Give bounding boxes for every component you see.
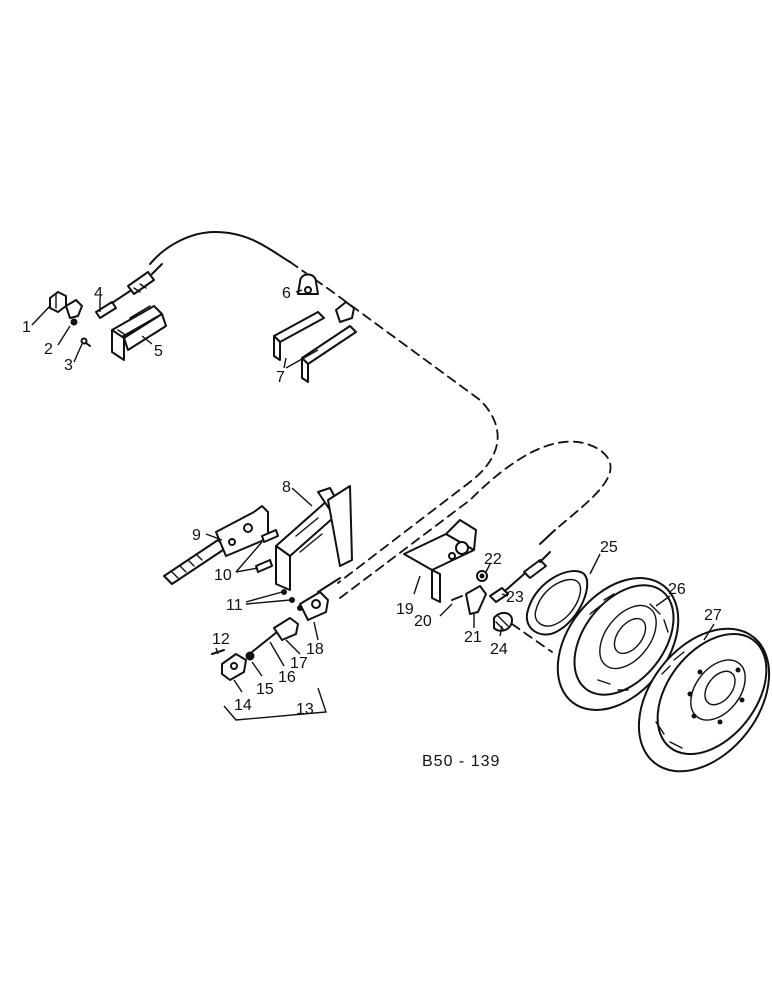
part-25-gasket bbox=[525, 570, 589, 636]
callout-19: 19 bbox=[396, 601, 414, 618]
part-26-backing-plate bbox=[556, 577, 680, 711]
callout-26: 26 bbox=[668, 581, 686, 598]
part-4-cable-end bbox=[95, 263, 163, 319]
callout-24: 24 bbox=[490, 641, 508, 658]
lower-cable-run bbox=[339, 440, 612, 599]
callout-12: 12 bbox=[212, 631, 230, 648]
callout-22: 22 bbox=[484, 551, 502, 568]
part-1-clevis bbox=[49, 291, 67, 313]
callout-14: 14 bbox=[234, 697, 252, 714]
leader-lines bbox=[31, 289, 715, 721]
callout-1: 1 bbox=[22, 319, 31, 336]
callout-20: 20 bbox=[414, 613, 432, 630]
part-5-bracket bbox=[111, 305, 167, 361]
callout-8: 8 bbox=[282, 479, 291, 496]
part-10-pins bbox=[255, 529, 279, 573]
part-20-pin bbox=[451, 595, 463, 601]
upper-cable-run bbox=[149, 231, 499, 584]
part-8-pedal-bracket bbox=[275, 485, 353, 591]
callout-15: 15 bbox=[256, 681, 274, 698]
callout-25: 25 bbox=[600, 539, 618, 556]
part-27-drum bbox=[637, 627, 771, 773]
callout-21: 21 bbox=[464, 629, 482, 646]
callout-labels: 1 2 3 4 5 6 7 8 9 10 11 12 13 14 15 16 1… bbox=[22, 285, 722, 718]
part-15-nut bbox=[245, 651, 255, 661]
callout-5: 5 bbox=[154, 343, 163, 360]
callout-3: 3 bbox=[64, 357, 73, 374]
callout-6: 6 bbox=[282, 285, 291, 302]
callout-16: 16 bbox=[278, 669, 296, 686]
callout-27: 27 bbox=[704, 607, 722, 624]
callout-11: 11 bbox=[226, 597, 243, 614]
callout-4: 4 bbox=[94, 285, 103, 302]
part-19-bracket bbox=[403, 519, 477, 603]
drawing-reference: B50 - 139 bbox=[422, 753, 500, 770]
callout-9: 9 bbox=[192, 527, 201, 544]
callout-2: 2 bbox=[44, 341, 53, 358]
callout-10: 10 bbox=[214, 567, 232, 584]
part-2-clip bbox=[65, 299, 83, 326]
parts-20-24 bbox=[451, 551, 553, 653]
callout-18: 18 bbox=[306, 641, 324, 658]
callout-17: 17 bbox=[290, 655, 308, 672]
part-23-clevis bbox=[489, 587, 509, 603]
part-3-pin bbox=[80, 337, 91, 347]
part-17-block bbox=[273, 617, 299, 641]
part-7-straps bbox=[273, 311, 357, 383]
callout-23: 23 bbox=[506, 589, 524, 606]
callout-7: 7 bbox=[276, 369, 285, 386]
adjuster-assembly bbox=[211, 577, 341, 681]
part-21-lever bbox=[465, 585, 487, 615]
part-6-cable-clip bbox=[297, 273, 355, 323]
callout-13: 13 bbox=[296, 701, 314, 718]
